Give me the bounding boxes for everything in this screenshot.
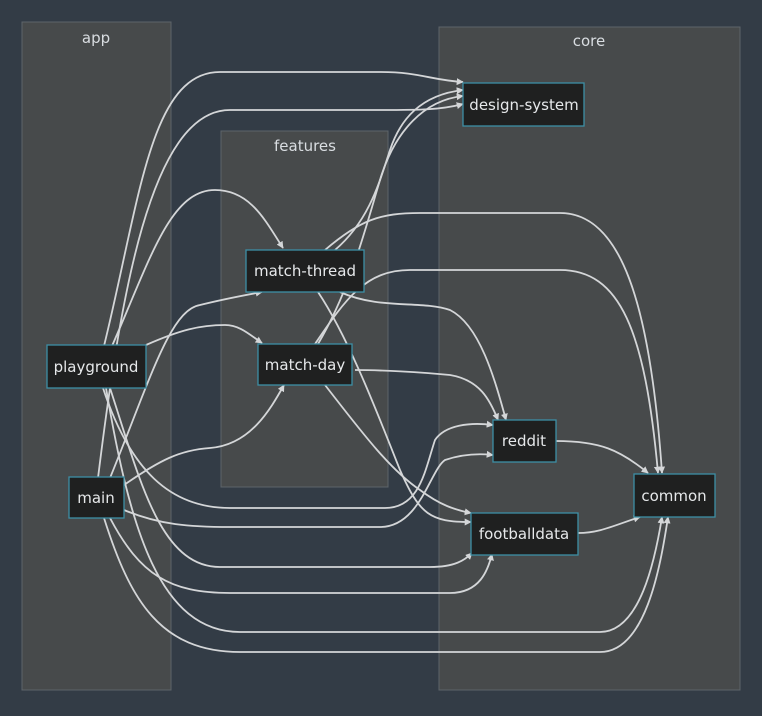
edge-playground-match-thread: [111, 189, 284, 347]
node-common[interactable]: common: [633, 473, 716, 518]
cluster-core-label: core: [573, 32, 606, 50]
node-main-label: main: [77, 489, 114, 507]
node-reddit[interactable]: reddit: [492, 419, 557, 463]
edge-playground-common: [105, 387, 665, 633]
node-footballdata-label: footballdata: [479, 525, 569, 543]
edge-playground-match-day: [145, 324, 263, 346]
node-match-thread-label: match-thread: [254, 262, 356, 280]
edge-match-thread-footballdata: [317, 291, 472, 526]
edge-reddit-common: [555, 440, 649, 474]
edge-main-match-day: [123, 384, 285, 486]
node-playground-label: playground: [54, 358, 139, 376]
node-footballdata[interactable]: footballdata: [470, 512, 579, 556]
node-match-thread[interactable]: match-thread: [245, 249, 365, 293]
edge-footballdata-common: [577, 515, 641, 534]
edge-playground-footballdata: [109, 387, 473, 568]
cluster-features: features: [220, 130, 389, 488]
node-playground[interactable]: playground: [46, 344, 147, 389]
edge-playground-reddit: [102, 387, 494, 509]
edge-match-day-footballdata: [324, 384, 472, 516]
edge-main-common: [103, 516, 671, 653]
edge-main-reddit: [123, 450, 494, 528]
edge-match-thread-reddit: [339, 291, 508, 421]
cluster-features-label: features: [274, 137, 336, 155]
node-main[interactable]: main: [68, 476, 125, 519]
edges: [97, 71, 671, 653]
node-design-system[interactable]: design-system: [462, 82, 585, 127]
edge-main-footballdata: [109, 517, 494, 594]
edge-match-day-common: [314, 269, 661, 474]
node-match-day-label: match-day: [265, 356, 346, 374]
node-design-system-label: design-system: [469, 96, 578, 114]
edge-match-thread-common: [324, 212, 666, 474]
cluster-core: core: [438, 26, 741, 691]
node-common-label: common: [641, 487, 706, 505]
edge-match-day-reddit: [354, 369, 499, 421]
edge-match-thread-design-system: [334, 87, 464, 251]
edge-main-match-thread: [109, 289, 263, 479]
cluster-app-label: app: [82, 29, 110, 47]
edge-match-day-design-system: [317, 93, 464, 345]
edge-playground-design-system: [103, 71, 464, 347]
node-reddit-label: reddit: [502, 432, 546, 450]
node-match-day[interactable]: match-day: [257, 343, 353, 386]
